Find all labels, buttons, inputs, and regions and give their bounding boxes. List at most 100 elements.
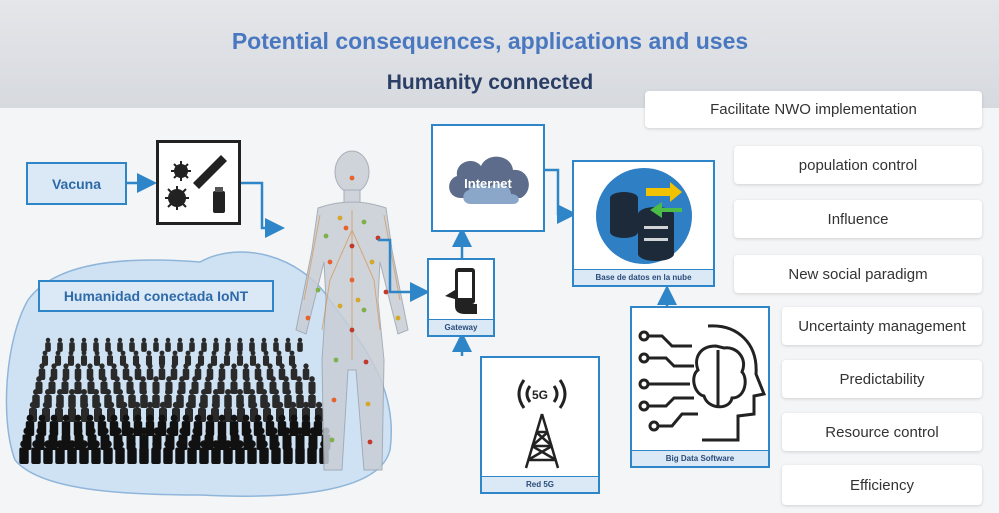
nanodevice-dot: [365, 401, 371, 407]
person-icon: [307, 440, 317, 465]
person-icon: [69, 337, 75, 352]
person-icon: [153, 337, 159, 352]
nanodevice-dot: [355, 297, 361, 303]
red5g-icon-text: 5G: [531, 388, 548, 402]
person-icon: [243, 376, 251, 394]
slide-title: Potential consequences, applications and…: [231, 28, 749, 54]
nanodevice-dot: [361, 219, 367, 225]
database-label: Base de datos en la nube: [574, 269, 713, 285]
person-icon: [177, 337, 183, 352]
consequence-item: Facilitate NWO implementation: [645, 91, 982, 128]
nanodevice-dot: [327, 259, 333, 265]
nanodevice-dot: [305, 315, 311, 321]
person-icon: [152, 388, 160, 408]
person-icon: [41, 350, 49, 366]
person-icon: [278, 363, 286, 380]
nanodevice-dot: [329, 437, 335, 443]
person-icon: [61, 376, 69, 394]
person-icon: [197, 350, 205, 366]
consequence-label: New social paradigm: [788, 265, 928, 283]
consequence-item: Efficiency: [782, 465, 982, 505]
person-icon: [19, 440, 29, 465]
person-icon: [87, 376, 95, 394]
bigdata-label: Big Data Software: [632, 450, 768, 466]
person-icon: [199, 440, 209, 465]
person-icon: [249, 350, 257, 366]
vaccine-virus-icon: [165, 155, 227, 213]
person-icon: [74, 376, 82, 394]
consequence-label: Uncertainty management: [798, 317, 966, 335]
nanodevice-dot: [331, 397, 337, 403]
person-icon: [115, 440, 125, 465]
person-icon: [140, 388, 148, 408]
person-icon: [217, 376, 225, 394]
consequence-item: New social paradigm: [734, 255, 982, 293]
person-icon: [211, 440, 221, 465]
person-icon: [163, 440, 173, 465]
person-icon: [187, 440, 197, 465]
brain-circuit-icon: [638, 324, 767, 442]
person-icon: [68, 401, 76, 422]
nanodevice-dot: [361, 307, 367, 313]
database-sync-icon: [596, 168, 692, 264]
person-icon: [67, 350, 75, 366]
consequence-label: Resource control: [825, 423, 939, 441]
consequence-item: Predictability: [782, 360, 982, 398]
bigdata-node: Big Data Software: [630, 306, 770, 468]
person-icon: [145, 414, 155, 437]
nanodevice-dot: [337, 303, 343, 309]
nanodevice-dot: [349, 243, 355, 249]
person-icon: [285, 337, 291, 352]
person-icon: [158, 363, 166, 380]
consequence-item: Uncertainty management: [782, 307, 982, 345]
person-icon: [273, 337, 279, 352]
person-icon: [165, 337, 171, 352]
person-icon: [262, 350, 270, 366]
person-icon: [217, 427, 227, 451]
person-icon: [91, 440, 101, 465]
person-icon: [81, 337, 87, 352]
person-icon: [288, 350, 296, 366]
person-icon: [236, 350, 244, 366]
person-icon: [302, 363, 310, 380]
person-icon: [175, 440, 185, 465]
person-icon: [271, 440, 281, 465]
person-icon: [145, 350, 153, 366]
tower-5g-icon: [517, 379, 567, 469]
person-icon: [141, 337, 147, 352]
nanodevice-dot: [349, 277, 355, 283]
person-icon: [201, 337, 207, 352]
person-icon: [119, 350, 127, 366]
person-icon: [139, 440, 149, 465]
person-icon: [237, 337, 243, 352]
red5g-label: Red 5G: [482, 476, 598, 492]
person-icon: [171, 350, 179, 366]
person-icon: [55, 440, 65, 465]
person-icon: [133, 414, 143, 437]
person-icon: [151, 440, 161, 465]
red5g-node: 5G Red 5G: [480, 356, 600, 494]
nanodevice-dot: [349, 327, 355, 333]
database-node: Base de datos en la nube: [572, 160, 715, 287]
person-icon: [295, 440, 305, 465]
person-icon: [223, 440, 233, 465]
person-icon: [103, 440, 113, 465]
person-icon: [31, 440, 41, 465]
person-icon: [106, 350, 114, 366]
consequence-label: population control: [798, 156, 918, 174]
person-icon: [134, 363, 142, 380]
consequence-item: Influence: [734, 200, 982, 238]
nanodevice-dot: [323, 233, 329, 239]
gateway-node: Gateway: [427, 258, 495, 337]
person-icon: [122, 363, 130, 380]
person-icon: [93, 350, 101, 366]
person-icon: [259, 440, 269, 465]
nanodevice-dot: [363, 359, 369, 365]
person-icon: [225, 337, 231, 352]
person-icon: [54, 350, 62, 366]
person-icon: [105, 337, 111, 352]
person-icon: [93, 337, 99, 352]
